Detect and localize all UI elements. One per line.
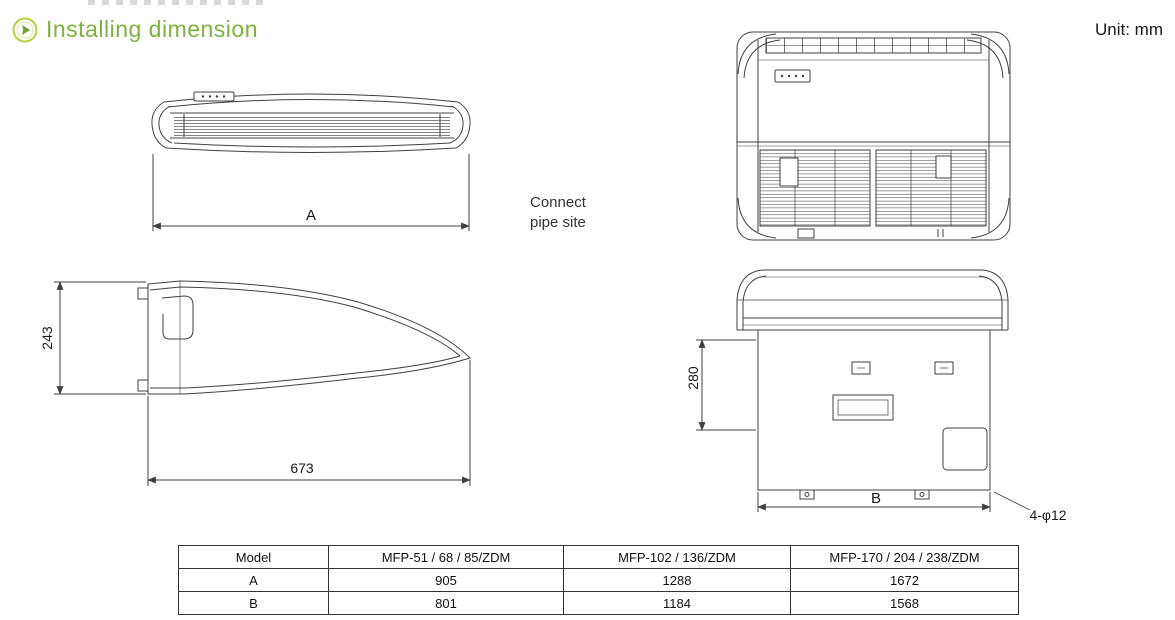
- page-title: Installing dimension: [46, 16, 259, 42]
- row-a-value-2: 1288: [563, 568, 791, 592]
- row-b-label: B: [178, 591, 329, 615]
- rear-intake-grilles: [759, 149, 987, 227]
- dim-label-243: 243: [39, 326, 55, 350]
- table-header-model-group-3: MFP-170 / 204 / 238/ZDM: [790, 545, 1019, 569]
- side-view-drawing: 243 673: [39, 280, 471, 486]
- dim-label-a: A: [306, 207, 316, 224]
- table-header-row: Model MFP-51 / 68 / 85/ZDM MFP-102 / 136…: [178, 545, 1019, 569]
- table-header-model-group-1: MFP-51 / 68 / 85/ZDM: [328, 545, 564, 569]
- back-knockouts: [832, 361, 988, 471]
- side-unit-profile: [137, 280, 471, 395]
- dim-label-b: B: [871, 490, 881, 507]
- side-depth-dimension: [147, 360, 471, 486]
- front-width-dimension: [152, 154, 470, 231]
- top-unit-body: [736, 31, 1011, 241]
- dimension-spec-table: Model MFP-51 / 68 / 85/ZDM MFP-102 / 136…: [178, 545, 1019, 615]
- back-feet: [799, 489, 930, 500]
- top-vent-grille: [765, 37, 982, 54]
- mount-holes-leader-line: [993, 491, 1031, 511]
- back-width-dimension: [757, 492, 991, 512]
- mount-holes-label: 4-φ12: [1029, 507, 1066, 523]
- front-unit-body: [151, 91, 471, 153]
- section-header: Installing dimension: [12, 16, 258, 43]
- back-height-dimension: [696, 339, 756, 431]
- dim-label-280: 280: [685, 366, 701, 390]
- row-a-value-3: 1672: [790, 568, 1019, 592]
- section-bullet-icon: [12, 17, 38, 42]
- front-control-panel: [193, 91, 235, 102]
- table-header-model-group-2: MFP-102 / 136/ZDM: [563, 545, 791, 569]
- cropped-text-artifact: [88, 0, 266, 5]
- row-b-value-3: 1568: [790, 591, 1019, 615]
- connect-pipe-label: Connect pipe site: [530, 194, 586, 231]
- row-a-label: A: [178, 568, 329, 592]
- row-b-value-1: 801: [328, 591, 564, 615]
- back-view-drawing: 280 B 4-φ12: [685, 269, 1067, 523]
- unit-label: Unit: mm: [1095, 20, 1163, 39]
- top-view-drawing: [736, 31, 1011, 241]
- row-a-value-1: 905: [328, 568, 564, 592]
- front-view-drawing: A: [151, 91, 471, 231]
- row-b-value-2: 1184: [563, 591, 791, 615]
- side-height-dimension: [54, 281, 146, 395]
- table-row-a: A 905 1288 1672: [178, 568, 1019, 592]
- table-header-model: Model: [178, 545, 329, 569]
- top-control-panel: [774, 69, 811, 83]
- table-row-b: B 801 1184 1568: [178, 591, 1019, 615]
- back-unit-body: [736, 269, 1009, 500]
- dim-label-673: 673: [290, 460, 314, 476]
